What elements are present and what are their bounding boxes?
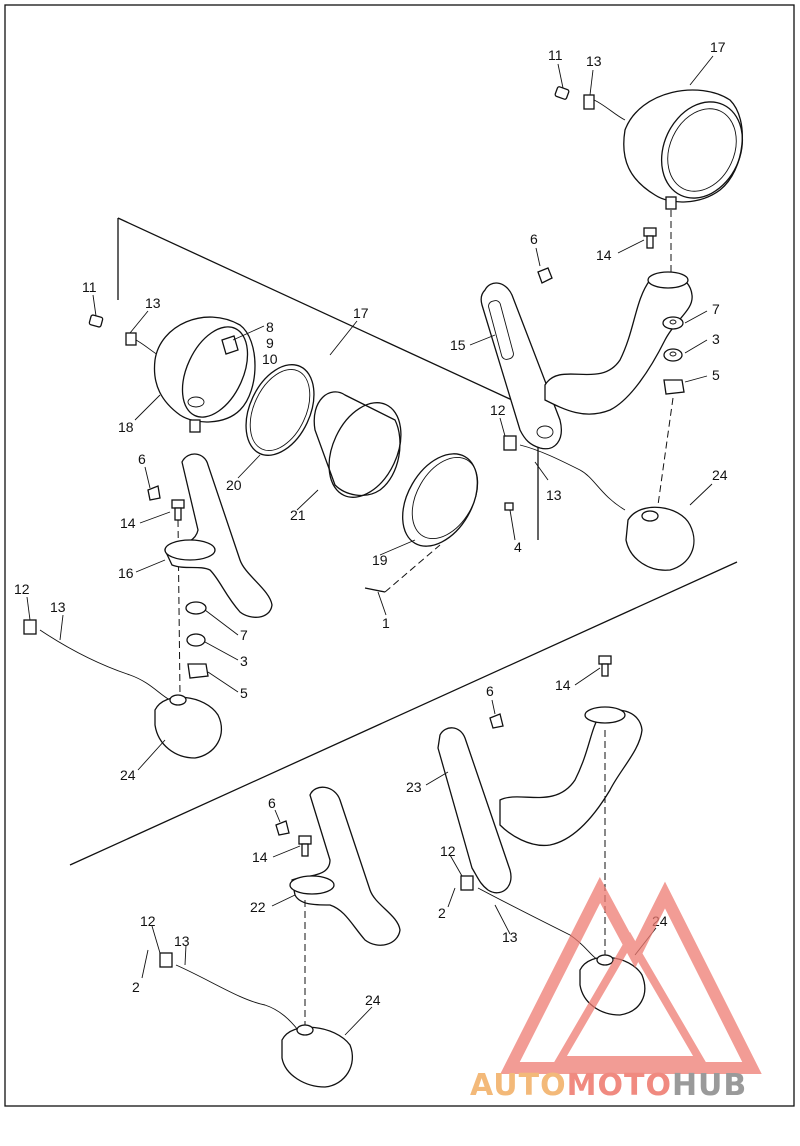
label-8: 8: [266, 319, 274, 335]
label-10: 10: [262, 351, 278, 367]
label-3: 3: [712, 331, 720, 347]
label-4: 4: [514, 539, 522, 555]
section-bracket-top: [117, 217, 539, 413]
label-24: 24: [120, 767, 136, 783]
nut-6-bottom-left: [275, 820, 290, 836]
turn-signal-24-left: [154, 694, 223, 759]
label-5: 5: [240, 685, 248, 701]
turn-signal-24-right: [625, 506, 695, 571]
label-24: 24: [365, 992, 381, 1008]
bracket-23: [437, 706, 643, 894]
label-7: 7: [712, 301, 720, 317]
label-7: 7: [240, 627, 248, 643]
label-13: 13: [145, 295, 161, 311]
label-16: 16: [118, 565, 134, 581]
label-15: 15: [450, 337, 466, 353]
axis-line-right-lower: [657, 397, 674, 506]
connector-13-left: [125, 332, 159, 356]
label-13: 13: [174, 933, 190, 949]
label-24: 24: [712, 467, 728, 483]
trim-ring-20: [245, 364, 315, 456]
label-11: 11: [548, 47, 563, 63]
outer-rim-19: [402, 453, 479, 547]
label-6: 6: [530, 231, 538, 247]
label-18: 18: [118, 419, 134, 435]
label-5: 5: [712, 367, 720, 383]
automotohub-watermark-logo: [500, 877, 762, 1074]
label-21: 21: [290, 507, 306, 523]
label-1: 1: [382, 615, 390, 631]
label-12: 12: [490, 402, 506, 418]
bracket-15: [480, 271, 693, 450]
label-6: 6: [486, 683, 494, 699]
bracket-16: [164, 453, 273, 618]
label-20: 20: [226, 477, 242, 493]
headlamp-housing-right: [623, 89, 744, 210]
label-14: 14: [120, 515, 136, 531]
label-13: 13: [586, 53, 602, 69]
label-2: 2: [438, 905, 446, 921]
connector-12-bottom-right: [460, 875, 599, 961]
label-2: 2: [132, 979, 140, 995]
nut-6-left: [147, 485, 161, 501]
bolt-14-bottom-left: [298, 835, 312, 857]
label-14: 14: [555, 677, 571, 693]
section-divider-line: [69, 561, 738, 866]
screw-11-left: [88, 314, 104, 328]
label-6: 6: [268, 795, 276, 811]
label-11: 11: [82, 279, 97, 295]
nut-4: [504, 502, 514, 511]
connector-12-right: [503, 435, 626, 511]
headlamp-housing-18: [153, 316, 256, 433]
label-13: 13: [502, 929, 518, 945]
nut-5-right: [663, 379, 685, 395]
label-12: 12: [440, 843, 456, 859]
nut-6-bottom-right: [489, 713, 504, 729]
label-12: 12: [140, 913, 156, 929]
label-13: 13: [50, 599, 66, 615]
watermark-auto: AUTO: [470, 1068, 567, 1103]
label-13: 13: [546, 487, 562, 503]
sealed-beam-21: [313, 391, 402, 498]
label-6: 6: [138, 451, 146, 467]
connector-13-right: [583, 94, 626, 121]
label-12: 12: [14, 581, 30, 597]
label-17: 17: [353, 305, 369, 321]
label-19: 19: [372, 552, 388, 568]
label-9: 9: [266, 335, 274, 351]
washer-3-left: [186, 633, 206, 647]
nut-5-left: [187, 663, 209, 679]
bracket-22: [289, 786, 401, 946]
bolt-14-bottom-right: [598, 655, 612, 677]
screw-11-right: [554, 86, 570, 100]
watermark-moto: MOTO: [567, 1068, 672, 1103]
bolt-14-left: [171, 499, 185, 521]
watermark-text: AUTOMOTOHUB: [470, 1068, 747, 1103]
diagram-frame: [4, 4, 795, 1107]
part-number-labels: 11 13 17 6 14 15 7 3 5 12 13 24 11 13 8 …: [14, 39, 728, 1008]
turn-signal-24-bottom-left: [281, 1024, 354, 1088]
label-3: 3: [240, 653, 248, 669]
connector-12-left: [23, 619, 171, 701]
bolt-14-right: [643, 227, 657, 249]
label-17: 17: [710, 39, 726, 55]
label-14: 14: [252, 849, 268, 865]
label-23: 23: [406, 779, 422, 795]
leader-lines: [26, 55, 714, 1036]
axis-line-left: [177, 519, 181, 696]
label-22: 22: [250, 899, 266, 915]
washer-7-right: [662, 316, 684, 330]
washer-3-right: [663, 348, 683, 362]
washer-7-left: [185, 601, 207, 615]
connector-12-bottom-left: [159, 952, 299, 1031]
screw-1: [364, 544, 441, 593]
watermark-hub: HUB: [672, 1068, 747, 1103]
label-14: 14: [596, 247, 612, 263]
nut-6-right: [537, 267, 553, 284]
